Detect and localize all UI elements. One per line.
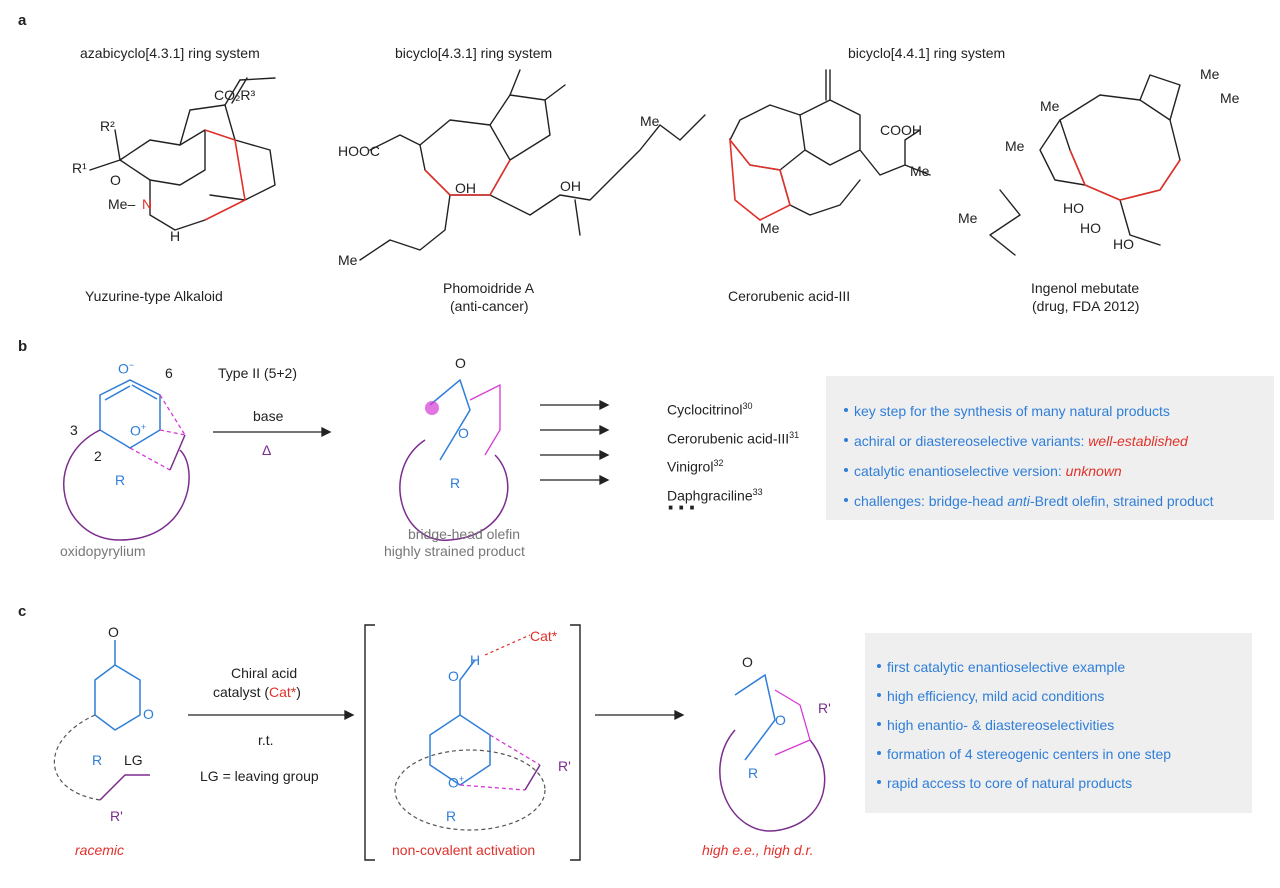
name-phomoidride-sub: (anti-cancer) [450,298,529,314]
atom-me-n-prefix: Me– [108,196,136,212]
atom-ho-ingenol-1: HO [1063,200,1084,216]
atom-r-b1: R [115,472,126,488]
product-item: Daphgraciline33 [667,486,763,504]
atom-cooh: COOH [880,122,922,138]
product-label-1: bridge-head olefin [408,526,521,542]
atom-o-plus: O+ [130,422,147,439]
atom-h: H [170,228,181,244]
atom-o-bridge-c: O [775,712,786,728]
cerorubenic-structure [729,69,931,216]
position-3: 3 [70,422,78,438]
atom-o: O [110,172,121,188]
activation-label: non-covalent activation [392,842,536,858]
atom-r2: R² [100,118,115,134]
product-label-2: highly strained product [384,543,525,559]
ring-system-label-3: bicyclo[4.4.1] ring system [848,45,1006,61]
atom-ho-ingenol-3: HO [1113,236,1134,252]
summary-bullet: challenges: bridge-head anti-Bredt olefi… [844,486,1274,516]
product-item: Cerorubenic acid-III31 [667,429,800,447]
atom-me-cerorubenic-2: Me [760,220,780,236]
name-yuzurine: Yuzurine-type Alkaloid [85,288,223,304]
position-2: 2 [94,448,102,464]
yuzurine-structure [89,77,276,231]
lg-definition: LG = leaving group [200,768,319,784]
atom-o-product-b: O [455,355,466,371]
atom-o-minus: O− [118,360,135,377]
summary-bullet: key step for the synthesis of many natur… [844,396,1274,426]
atom-r-activation: R [446,808,457,824]
product-item: Vinigrol32 [667,458,724,475]
heat-label: Δ [262,442,272,458]
racemic-label: racemic [75,842,125,858]
atom-oh-phomoidride: OH [455,180,476,196]
atom-ho-ingenol-2: HO [1080,220,1101,236]
atom-n: N [142,196,153,212]
name-ingenol-sub: (drug, FDA 2012) [1032,298,1140,314]
atom-o-activation: O [448,668,459,684]
ring-system-label-2: bicyclo[4.3.1] ring system [395,45,553,61]
atom-me-ingenol-5: Me [958,210,978,226]
atom-o-product-c: O [742,654,753,670]
atom-o-bridge-b: O [458,425,469,441]
summary-bullet: high efficiency, mild acid conditions [877,682,1252,711]
name-cerorubenic: Cerorubenic acid-III [728,288,851,304]
phomoidride-structure [359,69,706,261]
atom-r-racemic: R [92,752,103,768]
catalyst-line-2: catalyst (Cat*) [213,684,301,700]
rt-label: r.t. [258,732,274,748]
ellipsis: ··· [667,492,699,522]
panel-label-a: a [18,12,27,29]
name-ingenol: Ingenol mebutate [1031,280,1140,296]
summary-bullet: catalytic enantioselective version: unkn… [844,456,1274,486]
atom-h-activation: H [470,652,481,668]
atom-me-phomoidride: Me [640,113,660,129]
catalyst-line-1: Chiral acid [231,665,298,681]
summary-bullet: rapid access to core of natural products [877,769,1252,798]
result-label: high e.e., high d.r. [702,842,814,858]
atom-o-ring-racemic: O [143,706,154,722]
atom-oh-phomoidride-2: OH [560,178,581,194]
base-label: base [253,408,284,424]
atom-r-product-b: R [450,475,461,491]
summary-bullet: high enantio- & diastereoselectivities [877,711,1252,740]
atom-me-cerorubenic: Me [910,163,930,179]
atom-me-phomoidride-2: Me [338,252,358,268]
atom-r1: R¹ [72,160,87,176]
atom-hooc: HOOC [338,143,380,159]
oxidopyrylium-label: oxidopyrylium [60,543,146,559]
atom-o-plus-activation: O+ [448,774,465,791]
name-phomoidride: Phomoidride A [443,280,535,296]
panel-label-c: c [18,603,27,620]
panel-c-summary-box: first catalytic enantioselective example… [865,633,1252,813]
summary-bullet: first catalytic enantioselective example [877,653,1252,682]
atom-me-ingenol-3: Me [1220,90,1240,106]
atom-me-ingenol-4: Me [1005,138,1025,154]
atom-rprime-product-c: R' [818,700,831,716]
atom-co2r3: CO₂R³ [214,87,256,103]
summary-bullet: formation of 4 stereogenic centers in on… [877,740,1252,769]
atom-o-racemic: O [108,624,119,640]
panel-label-b: b [18,338,28,355]
atom-lg: LG [124,752,143,768]
reaction-type-label: Type II (5+2) [218,365,297,381]
product-item: Cyclocitrinol30 [667,401,753,418]
atom-me-ingenol-1: Me [1040,98,1060,114]
atom-r-product-c: R [748,765,759,781]
product-list: Cyclocitrinol30 Cerorubenic acid-III31 V… [667,394,799,509]
atom-me-ingenol-2: Me [1200,66,1220,82]
panel-b-summary-box: key step for the synthesis of many natur… [826,376,1274,520]
atom-rprime-activation: R' [558,758,571,774]
ring-system-label-1: azabicyclo[4.3.1] ring system [80,45,260,61]
atom-rprime-racemic: R' [110,808,123,824]
summary-bullet: achiral or diastereoselective variants: … [844,426,1274,456]
position-6: 6 [165,365,173,381]
atom-cat: Cat* [530,628,558,644]
